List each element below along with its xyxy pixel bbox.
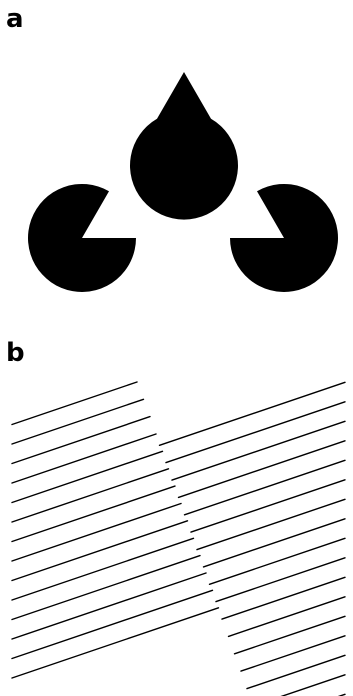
grating-line — [222, 577, 345, 619]
grating-line — [210, 538, 346, 584]
grating-line — [12, 556, 200, 620]
left-grating — [12, 382, 219, 678]
grating-line — [204, 519, 346, 567]
grating-line — [216, 558, 345, 602]
top-pacman-inducer — [130, 72, 238, 220]
abutting-gratings-figure — [0, 370, 353, 696]
grating-line — [12, 521, 188, 581]
grating-line — [12, 573, 206, 639]
bottom-right-pacman-inducer — [230, 184, 338, 292]
grating-line — [254, 675, 346, 696]
bottom-left-pacman-inducer — [28, 184, 136, 292]
grating-line — [12, 382, 137, 425]
grating-line — [241, 636, 345, 671]
grating-line — [12, 417, 150, 464]
grating-line — [229, 597, 346, 637]
grating-line — [172, 421, 345, 480]
grating-line — [191, 480, 345, 532]
grating-line — [12, 469, 169, 522]
right-grating — [160, 382, 346, 696]
grating-line — [247, 655, 345, 688]
grating-line — [12, 590, 213, 658]
kanizsa-triangle-figure — [0, 0, 353, 310]
panel-b-label: b — [6, 340, 25, 366]
grating-line — [160, 382, 346, 445]
grating-line — [12, 538, 194, 600]
grating-line — [12, 451, 163, 502]
grating-line — [235, 616, 346, 654]
grating-line — [197, 499, 345, 549]
grating-line — [12, 399, 144, 444]
grating-line — [12, 608, 219, 678]
grating-line — [166, 402, 345, 463]
grating-line — [12, 434, 156, 483]
